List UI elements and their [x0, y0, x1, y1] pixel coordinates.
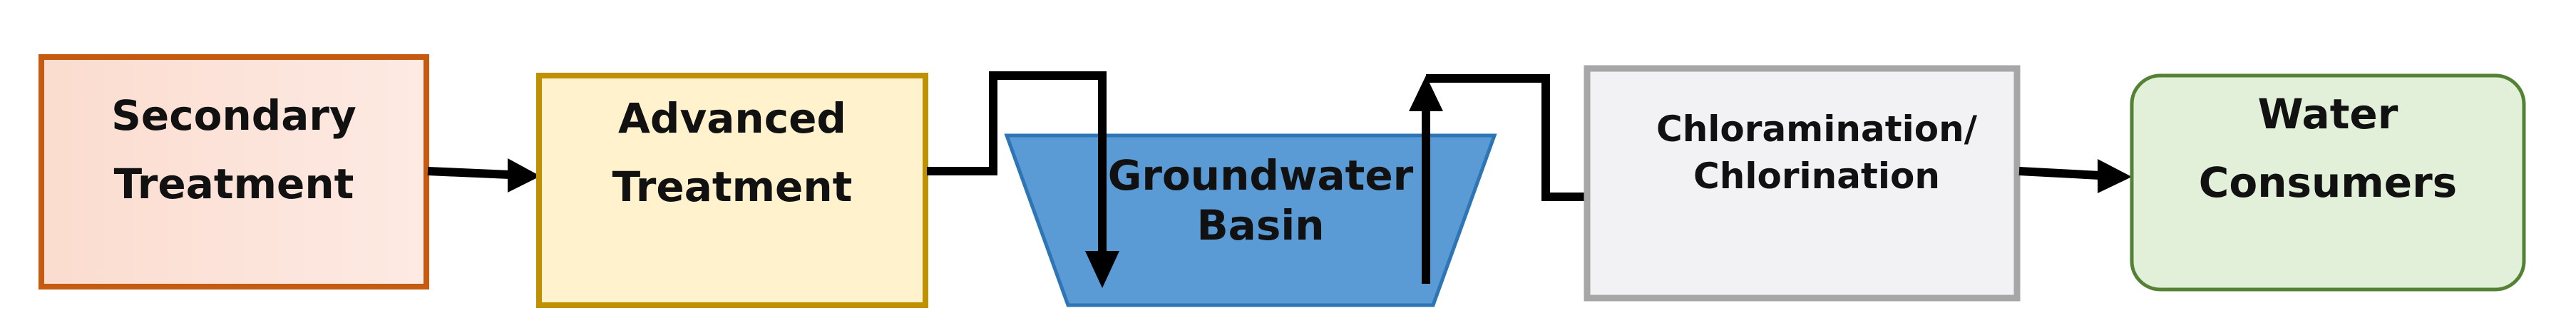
chlorination-box: [1584, 65, 2021, 302]
arrow-secondary-to-advanced: [427, 158, 540, 193]
groundwater-basin-shape: [1004, 133, 1497, 307]
secondary-treatment-box: [39, 54, 429, 289]
water-consumers-label-line1: Water: [2258, 90, 2398, 138]
secondary-treatment-label-line1: Secondary: [111, 91, 356, 140]
chlorination-label-line1: Chloramination/: [1656, 108, 1978, 150]
groundwater-basin-label-line2: Basin: [1196, 201, 1324, 250]
chlorination-label-line2: Chlorination: [1693, 155, 1940, 197]
groundwater-basin-label-line1: Groundwater: [1108, 151, 1414, 200]
arrow-chlorination-to-consumers: [2018, 159, 2132, 193]
advanced-treatment-label-line1: Advanced: [618, 94, 846, 143]
advanced-treatment-label-line2: Treatment: [612, 163, 853, 211]
secondary-treatment-label-line2: Treatment: [114, 160, 354, 208]
chlorination-node: Chloramination/ Chlorination: [1584, 65, 2021, 302]
advanced-treatment-box: [536, 73, 928, 308]
secondary-treatment-node: Secondary Treatment: [39, 54, 429, 289]
arrow-advanced-to-basin: [927, 71, 1119, 288]
groundwater-basin-node: Groundwater Basin: [1004, 133, 1497, 307]
water-consumers-node: Water Consumers: [2130, 73, 2526, 292]
water-consumers-box: [2130, 73, 2526, 292]
water-consumers-label-line2: Consumers: [2199, 158, 2457, 207]
advanced-treatment-node: Advanced Treatment: [536, 73, 928, 308]
